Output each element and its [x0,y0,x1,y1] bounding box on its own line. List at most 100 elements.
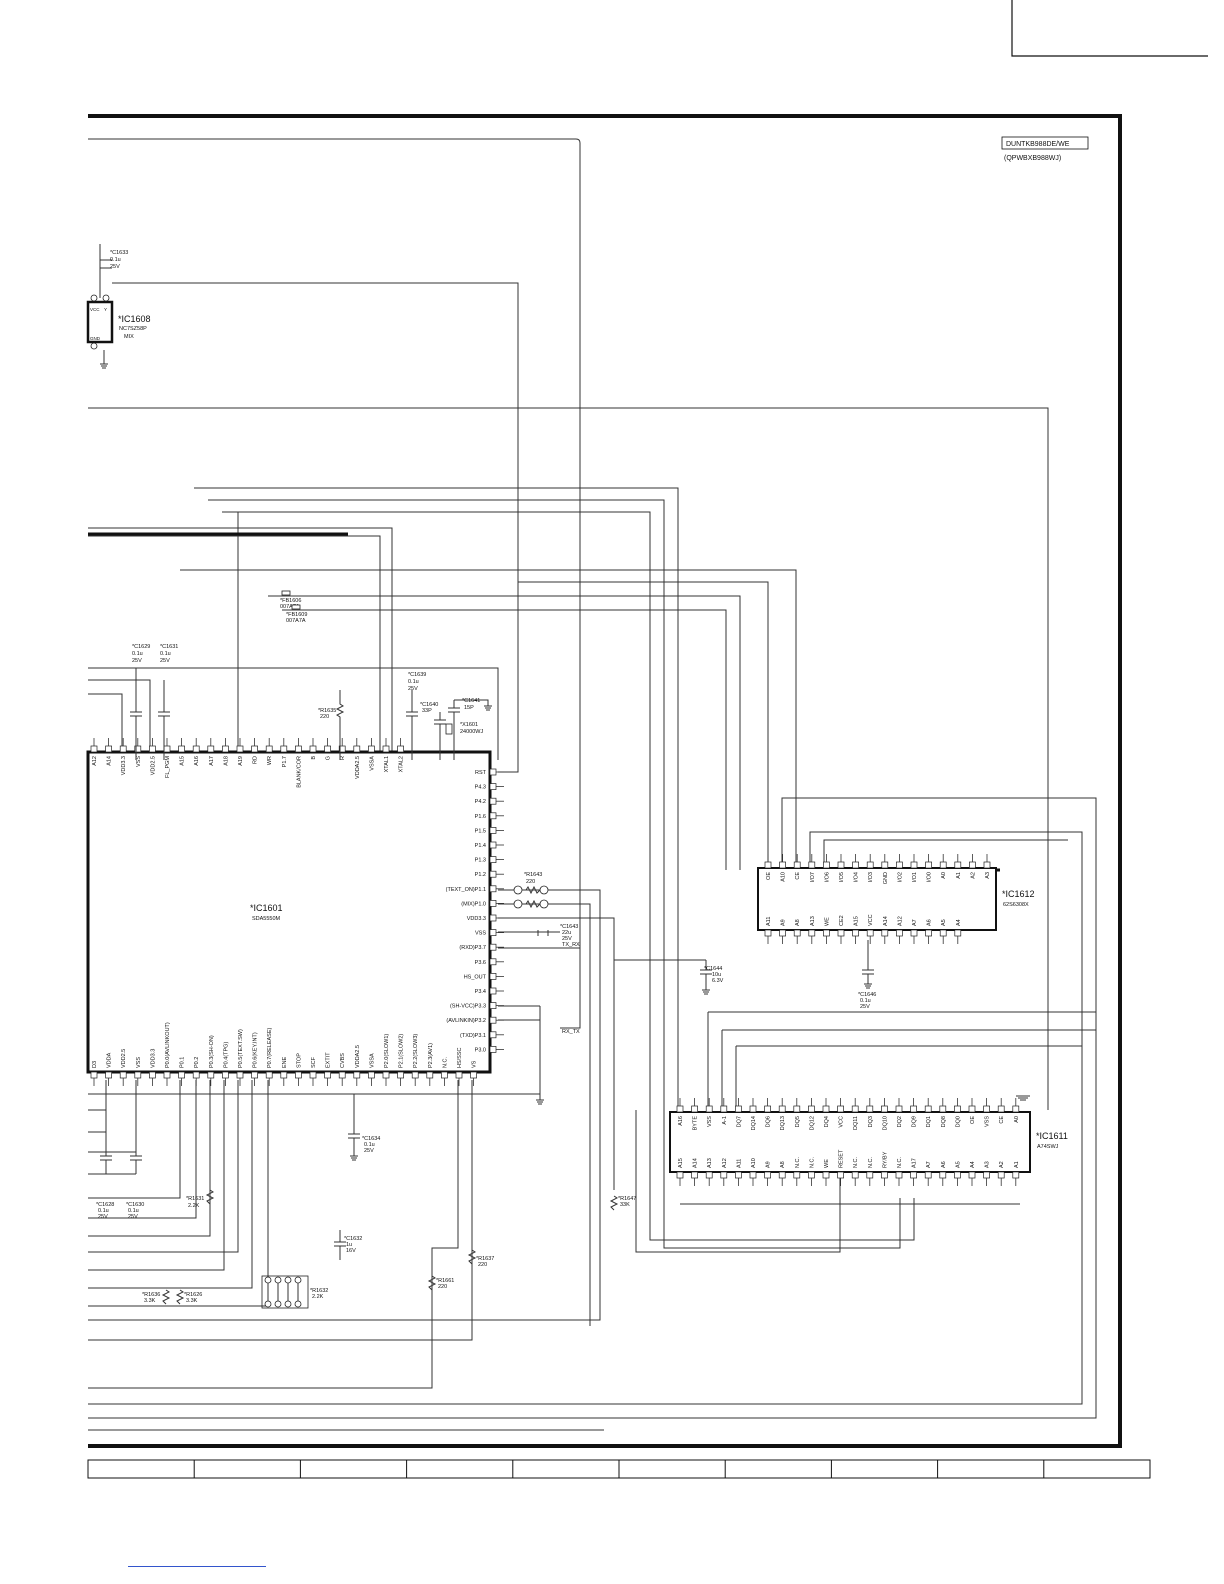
ground-symbols [536,983,1030,1105]
ic1601-bottom-pin-label-2: VDDA [107,1052,113,1068]
r1635-label: *R1635 [318,708,336,714]
c1630: *C1630 0.1u 25V [126,1080,144,1220]
ic1612-top-pin-2 [779,861,786,869]
ic1601-bottom-pin-9 [207,1071,215,1079]
ic1601-bottom-pin-label-8: P0.2 [194,1057,200,1068]
ic1612-bottom-pin-label-2: A9 [781,919,787,926]
ic1611-top-pin-label-11: DQ4 [824,1116,830,1127]
ic1601-top-pin-9 [207,745,215,753]
ic1611-bottom-pin-label-12: RESET [839,1149,845,1168]
c1631: *C1631 0.1u 25V [158,644,178,760]
ic1611-top-pin-label-15: DQ10 [882,1116,888,1130]
ic1611-top-pin-16 [895,1105,903,1113]
fb1606-label: *FB1606 [280,598,301,604]
ic1612-top-pin-16 [983,861,991,869]
ic1611-bottom-pin-1 [676,1171,684,1179]
ic1611-bottom-pin-label-17: A17 [912,1158,918,1168]
ic1601-right-pin-14 [489,958,497,966]
ic1611-bottom-pin-label-13: N.C. [853,1157,859,1168]
ic1601-top-pin-2 [105,745,112,753]
ic1601-top-pin-label-8: A16 [194,756,200,766]
ic1612-bottom-pin-label-6: CE2 [839,915,845,926]
ic1601-top-pin-label-20: VSSA [369,756,375,771]
c1631-rating: 25V [160,658,170,664]
r1626-label: *R1626 [184,1292,202,1298]
ic1601-right-pin-label-4: P1.6 [475,814,486,820]
ic1611-bottom-pin-23 [997,1171,1005,1179]
ic1601-bottom-pin-6 [163,1071,171,1079]
ic1601-right-pin-8 [489,870,497,878]
r1636: *R1636 3.3K [142,1289,171,1305]
ic1612-top-pin-15 [969,861,976,869]
ic1611-top-pin-19 [939,1105,947,1113]
r1637: *R1637 220 [467,1249,494,1268]
c1640: *C1640 33P [420,702,446,760]
ic1601-bottom-pin-19 [353,1071,361,1079]
ic1611-top-pin-5 [735,1105,742,1113]
c1628: *C1628 0.1u 25V [96,1080,114,1220]
ic1612-bottom-pin-2 [779,929,786,937]
ic1611-top-pin-22 [983,1105,990,1113]
ic1611-top-pin-label-13: DQ11 [853,1116,859,1130]
ic1611-bottom-pin-2 [691,1171,698,1179]
fb1609-value: 007A7A [286,618,306,624]
ic1612-top-pin-label-16: A3 [985,872,991,879]
ic1612-top-pin-7 [852,861,859,869]
ic1611-top-pin-label-9: DQ5 [795,1116,801,1127]
ic1612-top-pin-label-5: I/O6 [824,872,830,882]
ic1612-top-pin-1 [764,861,772,869]
ic1601-right-pin-13 [489,943,497,951]
ic1601-top-pin-10 [222,745,229,753]
ic1601-bottom-pin-label-23: P2.2(SLOW3) [413,1034,419,1068]
fb1609-label: *FB1609 [286,612,307,618]
c1646-rating: 25V [860,1004,870,1010]
ic1601-bottom-pin-label-27: VS [472,1060,478,1068]
r1643-label: *R1643 [524,872,542,878]
ic1611-bottom-pin-label-9: N.C. [795,1157,801,1168]
c1629-label: *C1629 [132,644,150,650]
ic1601: *IC1601 SDA5550M [86,750,492,1074]
model-sublabel: (QPWBXB988WJ) [1004,155,1061,162]
ic1601-right-pin-label-11: VDD3.3 [467,916,486,922]
ic1601-right-pin-11 [489,914,497,922]
ic1611-bottom-pin-label-4: A12 [722,1158,728,1168]
c1643-rating: 25V [562,936,572,942]
ic1601-bottom-pin-18 [338,1071,346,1079]
ic1601-bottom-pin-label-18: CVBS [340,1053,346,1068]
ic1601-top-pin-13 [265,745,273,753]
ic1611-top-pin-15 [881,1105,888,1113]
ic1612-top-pin-12 [925,861,932,869]
ic1601-top-pin-label-21: XTAL1 [384,756,390,772]
c1641: *C1641 15P [448,698,492,760]
x1601-label: *X1601 [460,722,478,728]
ic1601-right-pin-10 [489,900,497,907]
ic1611-bottom-pin-11 [822,1171,830,1179]
ic1612-part: 62S6308X [1003,902,1029,908]
ic1601-top-pin-label-2: A14 [107,756,113,766]
ic1611-top-pin-label-22: VSS [985,1116,991,1127]
c1629-value: 0.1u [132,651,143,657]
ic1601-bottom-pin-16 [309,1071,317,1079]
c1639-label: *C1639 [408,672,426,678]
r1647-value: 33K [620,1202,630,1208]
ic1611-bottom-pin-13 [851,1171,859,1179]
ic1612-bottom-pin-label-10: A12 [897,916,903,926]
ic1601-bottom-pin-label-6: P0.0(AVLINKOUT) [165,1022,171,1068]
ic1611-bottom-pin-label-22: A3 [985,1161,991,1168]
ic1601-top-pin-label-9: A17 [209,756,215,766]
c1628-value: 0.1u [98,1208,109,1214]
ic1611-bottom-pin-label-23: A2 [999,1161,1005,1168]
ic1601-right-pin-label-19: (TXD)P3.1 [460,1033,486,1039]
r1636-label: *R1636 [142,1292,160,1298]
ic1601-bottom-pin-label-9: P0.3(SH-ON) [209,1035,215,1068]
ic1601-bottom-pin-label-5: VDD3.3 [150,1049,156,1068]
footer-link-underline[interactable] [128,1566,266,1567]
r1661-value: 220 [438,1284,447,1290]
ic1611-top-pin-label-2: BYTE [693,1116,699,1131]
ic1608-body [86,300,114,344]
c1629: *C1629 0.1u 25V [130,644,150,760]
